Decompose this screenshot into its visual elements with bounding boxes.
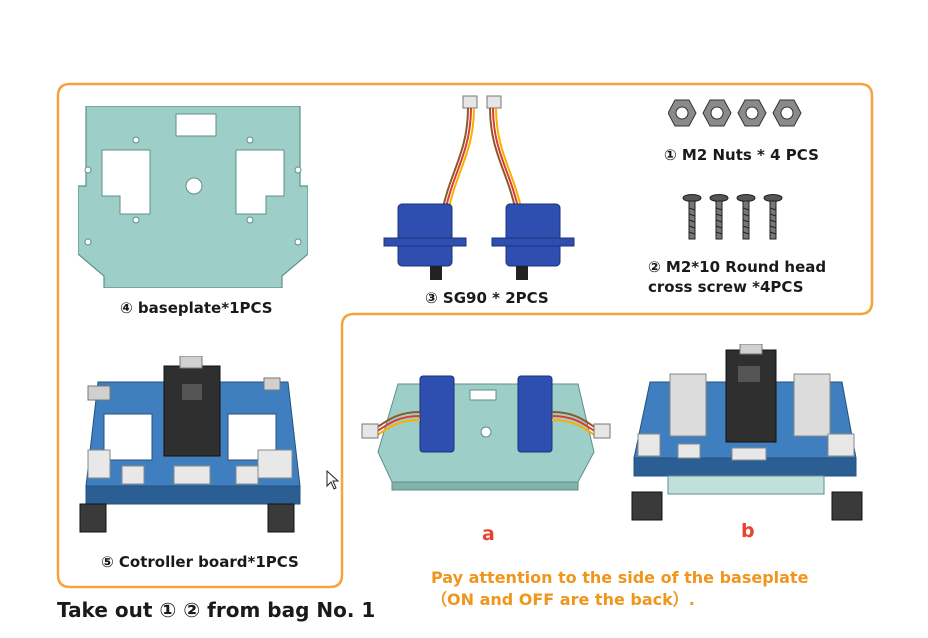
assembly-view-a <box>358 372 614 496</box>
baseplate-image <box>78 106 308 288</box>
assembly-view-b <box>628 344 864 526</box>
hex-nut-icon <box>773 100 801 126</box>
screw-icon <box>737 195 755 240</box>
screw-icon <box>764 195 782 240</box>
view-a-label: a <box>482 523 495 545</box>
screw-icon <box>683 195 701 240</box>
nuts-label: ① M2 Nuts * 4 PCS <box>664 146 819 164</box>
screw-icon <box>710 195 728 240</box>
hex-nut-icon <box>668 100 696 126</box>
servo-label: ③ SG90 * 2PCS <box>425 289 549 307</box>
hex-nut-icon <box>738 100 766 126</box>
nuts-image <box>668 99 802 127</box>
controller-board-image <box>78 356 308 536</box>
mouse-cursor-icon <box>326 470 340 490</box>
screws-label-line1: ② M2*10 Round head <box>648 258 826 276</box>
bag-instruction: Take out ① ② from bag No. 1 <box>57 598 375 622</box>
servo-image <box>380 92 580 284</box>
view-b-label: b <box>741 520 755 542</box>
baseplate-label: ④ baseplate*1PCS <box>120 299 273 317</box>
note-line2: （ON and OFF are the back）. <box>431 590 695 610</box>
note-line1: Pay attention to the side of the basepla… <box>431 568 808 588</box>
screws-label-line2: cross screw *4PCS <box>648 278 804 296</box>
screws-image <box>680 194 790 240</box>
hex-nut-icon <box>703 100 731 126</box>
controller-board-label: ⑤ Cotroller board*1PCS <box>101 553 299 571</box>
